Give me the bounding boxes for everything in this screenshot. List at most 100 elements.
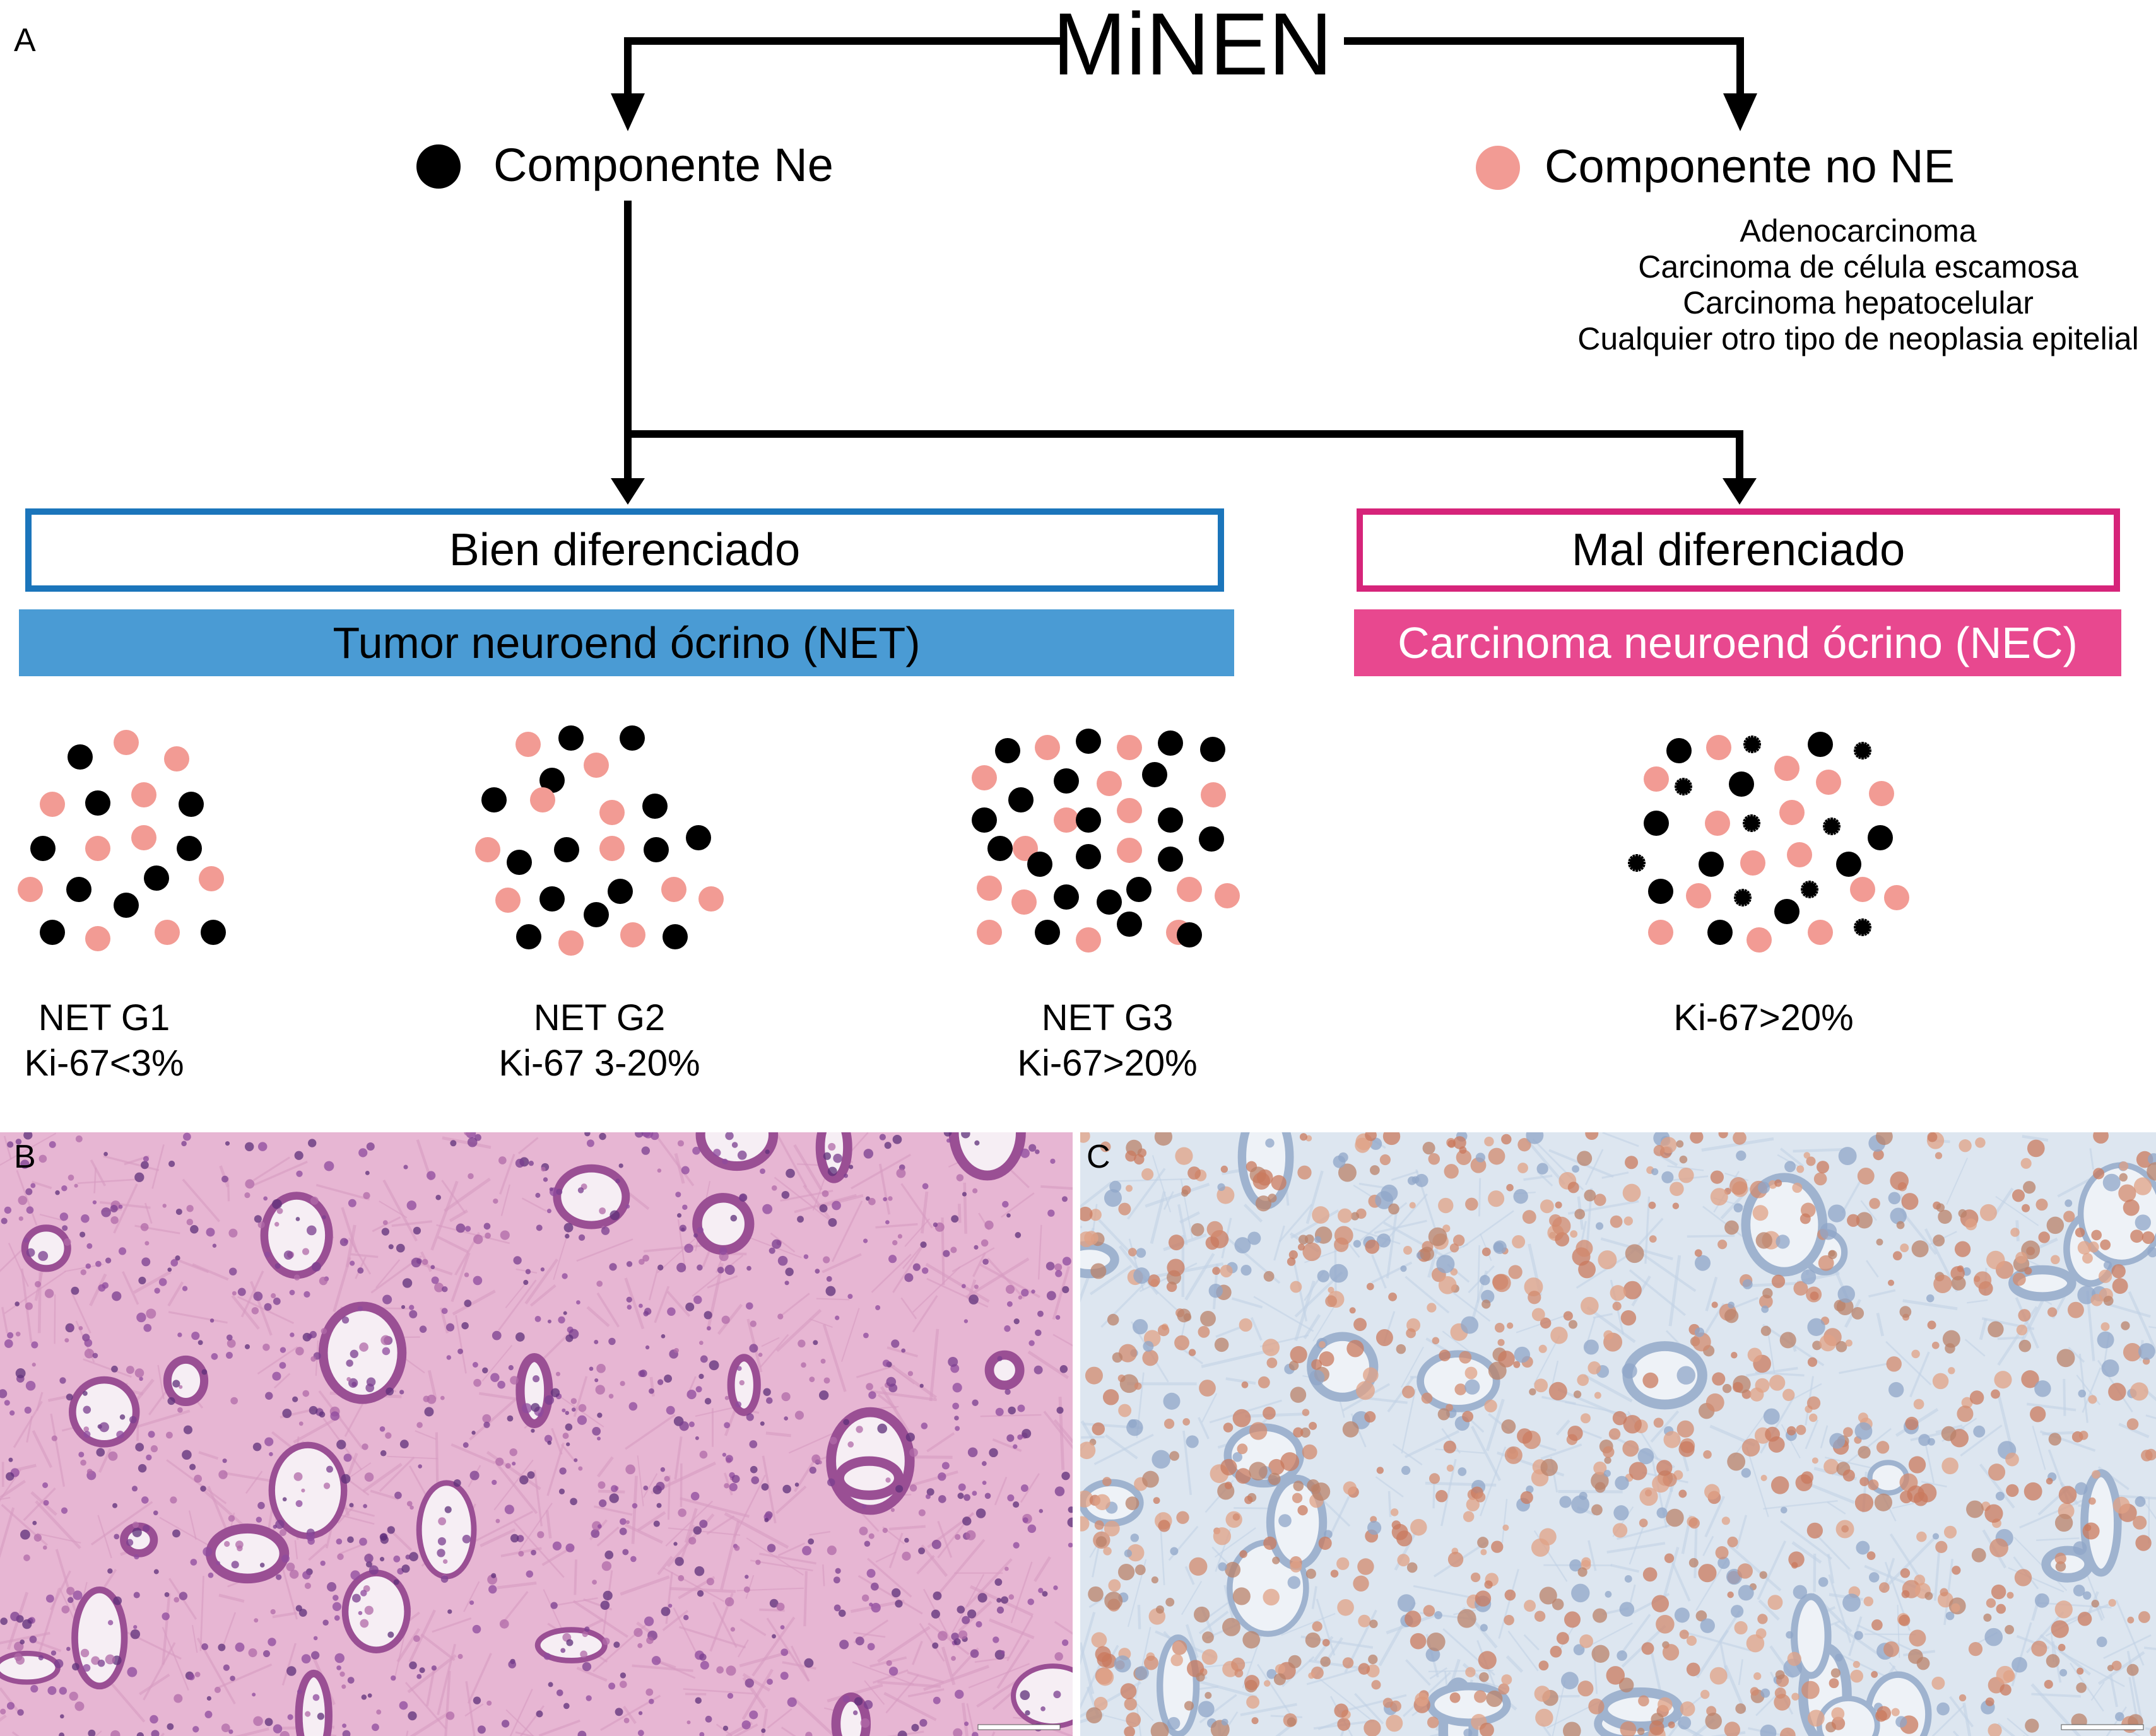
- cell-nucleus: [826, 1276, 832, 1282]
- cell-nucleus: [1736, 1150, 1747, 1161]
- cell-nucleus: [2130, 1229, 2144, 1243]
- cell-nucleus: [1367, 1520, 1382, 1535]
- cell-nucleus: [982, 1258, 989, 1265]
- stroma-fiber: [1485, 1399, 1505, 1452]
- cell-nucleus: [695, 1386, 702, 1393]
- cell-nucleus: [547, 1319, 551, 1323]
- cell-nucleus: [877, 1423, 888, 1434]
- cell-nucleus: [1031, 1289, 1035, 1294]
- stroma-fiber: [1680, 1724, 1702, 1736]
- apoptotic-cell-marker: [1743, 736, 1761, 753]
- cell-nucleus: [1765, 1426, 1781, 1442]
- stroma-fiber: [622, 1705, 637, 1725]
- cell-nucleus: [1183, 1313, 1192, 1322]
- ne-cell-dot: [1158, 807, 1183, 833]
- cell-nucleus: [257, 1142, 268, 1151]
- cell-nucleus: [962, 1192, 967, 1197]
- cell-nucleus: [909, 1484, 917, 1492]
- cell-nucleus: [66, 1646, 71, 1651]
- stroma-fiber: [625, 1414, 676, 1450]
- cell-nucleus: [15, 1331, 21, 1337]
- stroma-fiber: [1290, 1209, 1340, 1239]
- cell-nucleus: [1008, 1594, 1015, 1600]
- cell-nucleus: [749, 1440, 758, 1448]
- cell-nucleus: [1927, 1438, 1935, 1446]
- cell-nucleus: [326, 1582, 337, 1592]
- cell-nucleus: [1806, 1156, 1816, 1166]
- cell-nucleus: [625, 1464, 635, 1475]
- cell-nucleus: [1517, 1138, 1531, 1152]
- cell-nucleus: [296, 1170, 303, 1177]
- cell-nucleus: [133, 1592, 140, 1598]
- cell-nucleus: [1512, 1235, 1526, 1249]
- cell-nucleus: [1793, 1585, 1808, 1599]
- cell-nucleus: [844, 1173, 849, 1178]
- cell-nucleus: [1771, 1274, 1786, 1288]
- cell-nucleus: [762, 1204, 773, 1214]
- cell-nucleus: [138, 1463, 147, 1473]
- stroma-fiber: [420, 1633, 456, 1662]
- cell-nucleus: [682, 1204, 688, 1211]
- cell-nucleus: [904, 1273, 914, 1282]
- cell-nucleus: [1890, 1207, 1907, 1224]
- cell-nucleus: [907, 1371, 914, 1376]
- cell-nucleus: [84, 1349, 95, 1359]
- stroma-fiber: [2026, 1402, 2076, 1412]
- cell-nucleus: [560, 1648, 566, 1653]
- cell-nucleus: [1421, 1392, 1433, 1404]
- cell-nucleus: [225, 1351, 233, 1359]
- cell-nucleus: [823, 1152, 832, 1160]
- cell-nucleus: [981, 1239, 989, 1247]
- cell-nucleus: [1717, 1240, 1728, 1250]
- stroma-fiber: [486, 1450, 541, 1491]
- stroma-fiber: [941, 1646, 956, 1686]
- cell-nucleus: [609, 1493, 619, 1503]
- non-ne-cell-dot: [18, 877, 43, 902]
- cell-nucleus: [282, 1409, 292, 1419]
- stroma-fiber: [631, 1475, 638, 1544]
- stroma-fiber: [1034, 1556, 1051, 1582]
- cell-nucleus: [643, 1311, 649, 1317]
- cell-nucleus: [967, 1609, 977, 1619]
- cell-nucleus: [1787, 1651, 1801, 1666]
- cell-nucleus: [512, 1462, 516, 1466]
- cell-nucleus: [690, 1491, 700, 1501]
- stroma-fiber: [198, 1451, 219, 1460]
- stroma-fiber: [1602, 1132, 1639, 1147]
- cell-nucleus: [1535, 1708, 1553, 1727]
- cell-nucleus: [1353, 1575, 1369, 1592]
- stroma-fiber: [1215, 1326, 1240, 1338]
- cell-nucleus: [1983, 1613, 1992, 1622]
- cell-nucleus: [298, 1421, 303, 1426]
- stroma-fiber: [674, 1436, 683, 1480]
- cell-nucleus: [105, 1257, 112, 1264]
- apoptotic-cell-marker: [1823, 818, 1841, 835]
- cell-nucleus: [297, 1689, 302, 1694]
- cell-nucleus: [1988, 1463, 2006, 1481]
- cell-nucleus: [760, 1421, 765, 1426]
- cell-nucleus: [970, 1649, 979, 1658]
- cell-nucleus: [1312, 1206, 1329, 1224]
- cell-nucleus: [577, 1730, 587, 1736]
- cell-nucleus: [1909, 1629, 1926, 1647]
- stroma-fiber: [218, 1593, 245, 1603]
- cell-nucleus: [504, 1504, 514, 1515]
- cell-nucleus: [1715, 1545, 1729, 1559]
- stroma-fiber: [98, 1448, 112, 1473]
- cell-nucleus: [565, 1334, 574, 1342]
- cell-nucleus: [146, 1454, 152, 1461]
- cell-nucleus: [1605, 1590, 1612, 1598]
- ne-cell-dot: [1729, 771, 1754, 797]
- cell-nucleus: [2119, 1161, 2129, 1171]
- cell-nucleus: [1676, 1420, 1694, 1438]
- cell-nucleus: [1916, 1657, 1930, 1670]
- ne-component-label: Componente Ne: [493, 139, 834, 191]
- stroma-fiber: [1135, 1699, 1142, 1736]
- cell-nucleus: [1800, 1213, 1811, 1224]
- cell-nucleus: [1836, 1298, 1854, 1316]
- cell-nucleus: [360, 1590, 367, 1597]
- stroma-fiber: [1793, 1148, 1842, 1153]
- cell-nucleus: [172, 1529, 180, 1538]
- cell-nucleus: [1604, 1457, 1611, 1464]
- cell-nucleus: [2091, 1229, 2102, 1241]
